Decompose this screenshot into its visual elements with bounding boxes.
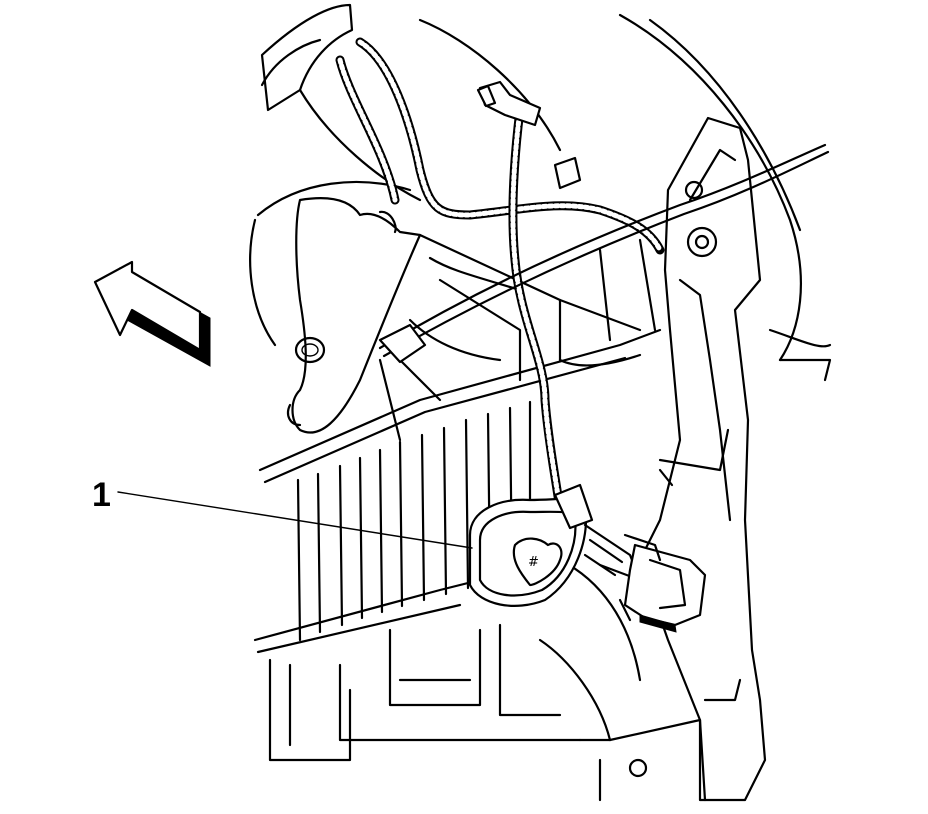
hvac-module (253, 233, 662, 654)
actuator-sensor: # (468, 483, 642, 607)
direction-arrow-icon (93, 260, 211, 367)
harness-connector (476, 80, 582, 190)
upper-duct (260, 3, 832, 382)
callout-1-label: 1 (92, 476, 111, 514)
control-cable (378, 143, 830, 364)
svg-text:#: # (528, 555, 539, 570)
retaining-clip (618, 533, 707, 633)
lower-housing (268, 558, 642, 762)
wiring-harness (335, 37, 665, 515)
blower-housing (249, 181, 422, 434)
callout-1: 1 (92, 476, 473, 549)
